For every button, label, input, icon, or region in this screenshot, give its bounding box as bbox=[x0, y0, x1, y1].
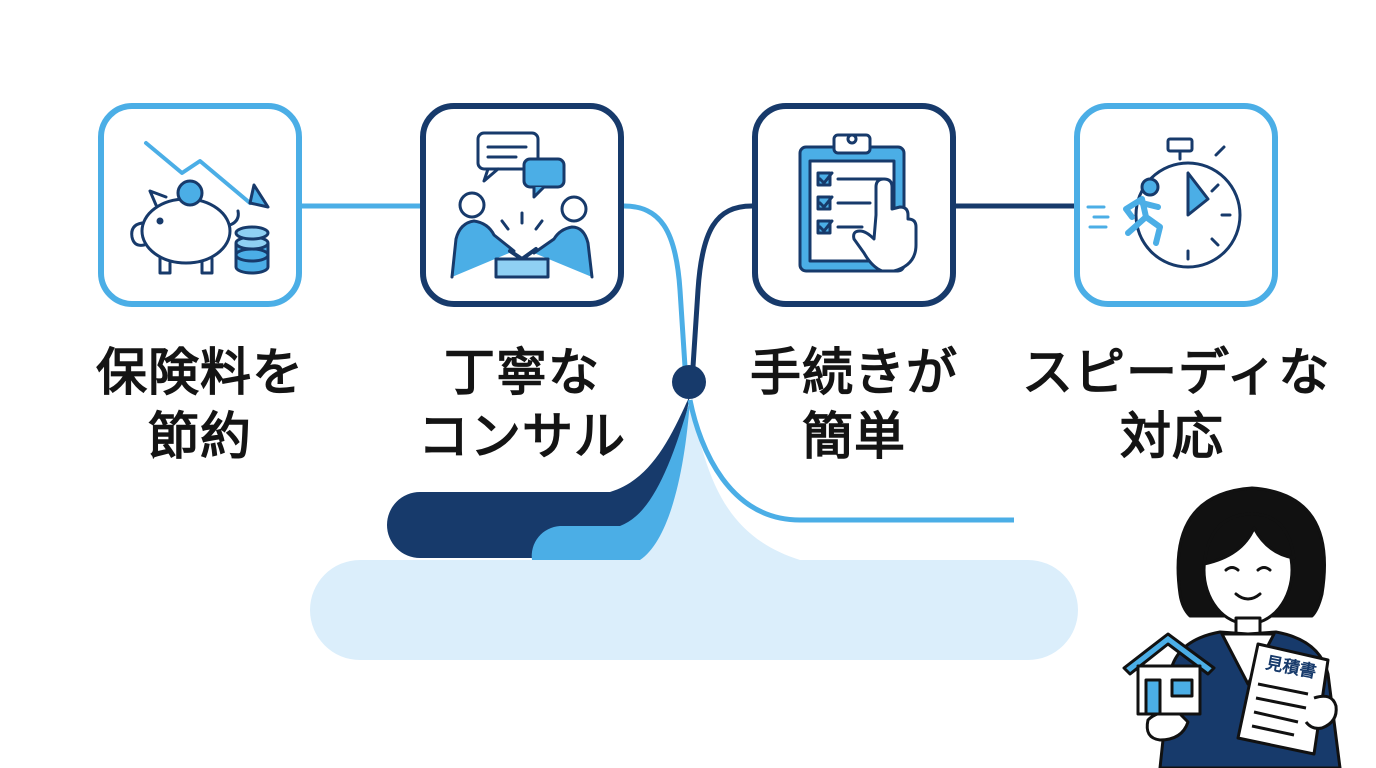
house-icon bbox=[1122, 632, 1216, 716]
label-procedure-line2: 簡単 bbox=[801, 408, 906, 467]
card-procedure bbox=[752, 103, 956, 307]
checklist-clipboard-icon bbox=[798, 133, 918, 273]
label-procedure-line1: 手続きが bbox=[749, 344, 958, 403]
agent-woman-icon: 見積書 bbox=[1122, 486, 1342, 768]
pale-band-right bbox=[690, 400, 1078, 660]
connector-consult-hub bbox=[623, 203, 689, 383]
hub-dot bbox=[672, 365, 706, 399]
label-consult: 丁寧な コンサル bbox=[372, 342, 672, 470]
connector-hub-right bbox=[687, 399, 1014, 523]
card-speed bbox=[1074, 103, 1278, 307]
label-speed-line1: スピーディな bbox=[1022, 344, 1331, 403]
connector-procedure-hub bbox=[689, 203, 753, 383]
label-speed: スピーディな 対応 bbox=[1022, 342, 1331, 470]
card-consult bbox=[420, 103, 624, 307]
blue-swoosh bbox=[531, 400, 690, 560]
stopwatch-runner-icon bbox=[1086, 137, 1242, 269]
handshake-consultation-icon bbox=[450, 131, 594, 279]
label-consult-line2: コンサル bbox=[417, 408, 626, 467]
label-consult-line1: 丁寧な bbox=[443, 344, 600, 403]
label-save-line2: 節約 bbox=[147, 408, 252, 467]
estimate-document bbox=[1236, 642, 1338, 756]
card-save bbox=[98, 103, 302, 307]
pale-band-left bbox=[310, 400, 690, 660]
piggy-bank-icon bbox=[130, 141, 270, 275]
label-save-line1: 保険料を bbox=[95, 344, 304, 403]
label-procedure: 手続きが 簡単 bbox=[704, 342, 1004, 470]
navy-swoosh bbox=[387, 395, 690, 558]
label-save: 保険料を 節約 bbox=[50, 342, 350, 470]
label-speed-line2: 対応 bbox=[1119, 408, 1224, 467]
